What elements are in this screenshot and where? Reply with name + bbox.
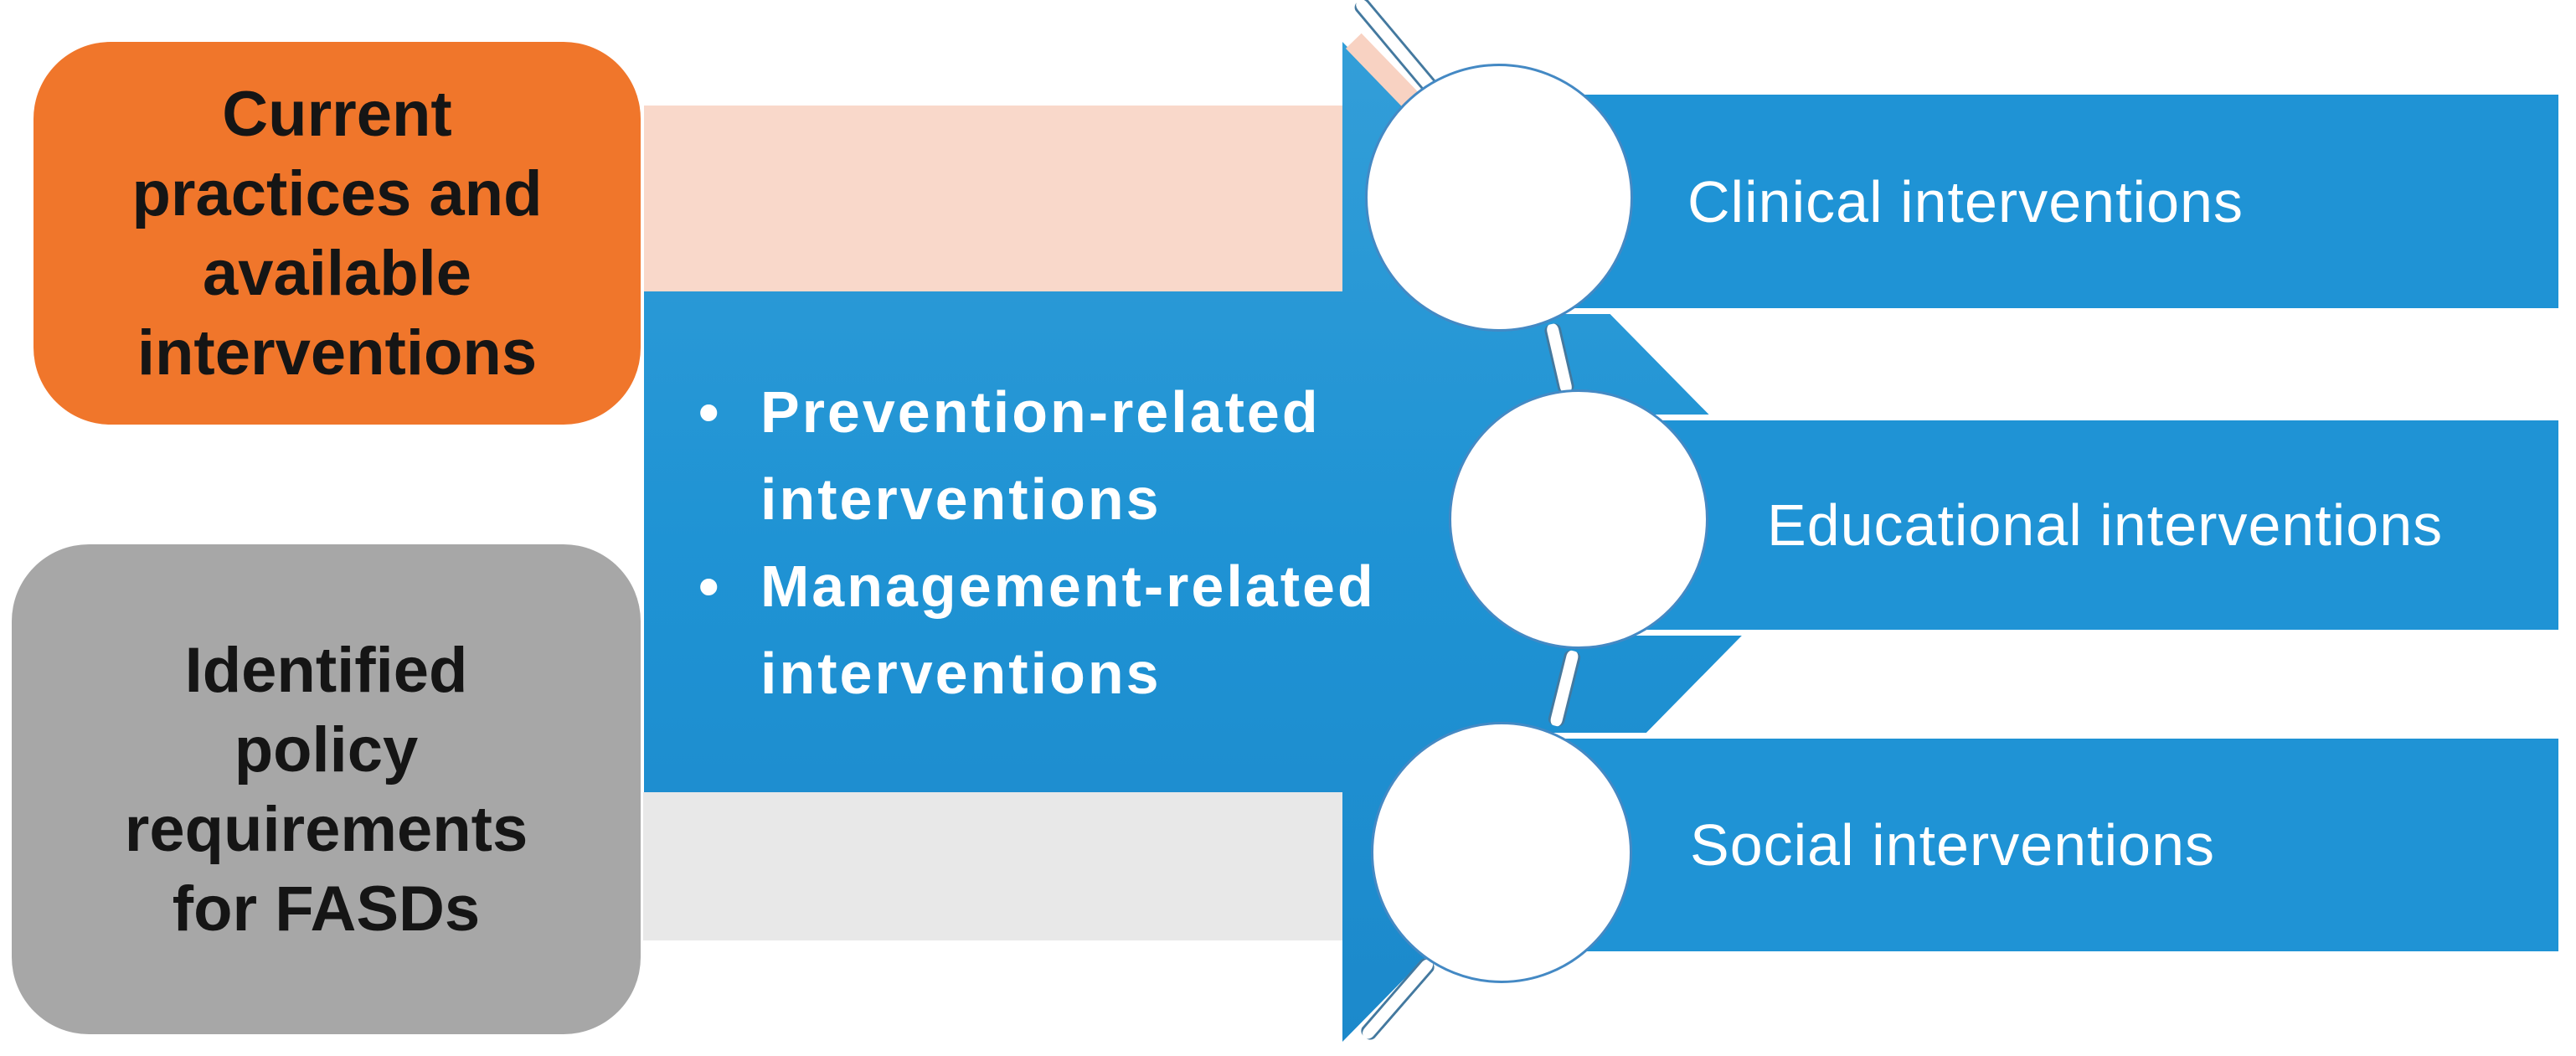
policy-requirements-box: Identified policy requirements for FASDs bbox=[12, 544, 641, 1034]
bar-educational-label: Educational interventions bbox=[1767, 492, 2444, 558]
bar-social-interventions: Social interventions bbox=[1502, 739, 2558, 951]
arrow-bullet-list: Prevention-related interventions Managem… bbox=[695, 368, 1491, 717]
bullet-prevention: Prevention-related interventions bbox=[695, 368, 1491, 543]
current-practices-line: interventions bbox=[137, 317, 538, 389]
accent-circle-2 bbox=[1449, 389, 1708, 649]
bar-clinical-interventions: Clinical interventions bbox=[1499, 95, 2558, 308]
current-practices-line: available bbox=[202, 237, 472, 309]
policy-requirements-line: Identified bbox=[184, 634, 468, 706]
bar-clinical-label: Clinical interventions bbox=[1687, 168, 2244, 234]
bar-social-label: Social interventions bbox=[1690, 812, 2215, 878]
accent-circle-3 bbox=[1371, 722, 1632, 983]
policy-requirements-line: requirements bbox=[124, 793, 528, 865]
accent-circle-1 bbox=[1365, 64, 1633, 332]
current-practices-line: Current bbox=[222, 78, 452, 150]
current-practices-line: practices and bbox=[131, 157, 543, 229]
policy-requirements-line: for FASDs bbox=[172, 873, 481, 945]
current-practices-box: Current practices and available interven… bbox=[33, 42, 641, 425]
bullet-management: Management-related interventions bbox=[695, 543, 1491, 717]
policy-requirements-line: policy bbox=[234, 713, 419, 786]
bar-educational-interventions: Educational interventions bbox=[1579, 420, 2558, 630]
